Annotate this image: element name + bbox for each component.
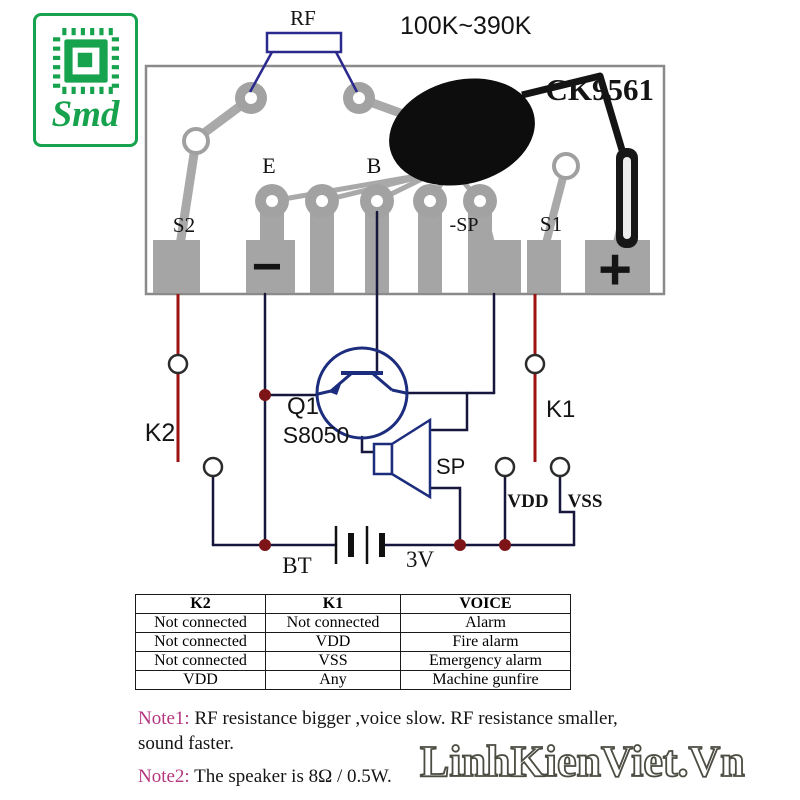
rf-pads xyxy=(235,82,375,114)
table-row: Not connected Not connected Alarm xyxy=(135,613,571,633)
table-row: Not connected VSS Emergency alarm xyxy=(135,651,571,671)
transistor-ref: Q1 xyxy=(287,393,319,420)
k1-label: K1 xyxy=(546,396,575,423)
cob-chip-blob xyxy=(389,78,535,186)
plus-mark: + xyxy=(598,237,632,302)
bond-streak xyxy=(521,72,626,151)
battery-label: BT xyxy=(282,553,311,578)
transistor-part: S8050 xyxy=(283,422,350,448)
note1-text: RF resistance bigger ,voice slow. RF res… xyxy=(189,708,618,729)
pad-label-s2: S2 xyxy=(173,213,195,237)
mounting-hole-left xyxy=(182,127,210,155)
rf-label: RF xyxy=(290,6,316,30)
speaker-symbol xyxy=(372,417,432,500)
k1-terminal-top xyxy=(524,353,546,375)
rf-range: 100K~390K xyxy=(400,12,532,40)
solder-pads xyxy=(255,184,497,218)
pad-label-s1: S1 xyxy=(540,212,562,236)
k2-terminal-bottom xyxy=(202,456,224,478)
header-k1: K1 xyxy=(265,594,401,614)
circuit-diagram: CK9561 E B S2 -SP S1 − + RF 100K~390K xyxy=(144,6,666,578)
pad-label-sp: -SP xyxy=(450,214,479,236)
pin-label-e: E xyxy=(262,153,275,178)
note-1: Note1: RF resistance bigger ,voice slow.… xyxy=(138,707,758,756)
voice-table: K2 K1 VOICE Not connected Not connected … xyxy=(135,594,571,690)
solder-slot-inner xyxy=(623,157,631,239)
vdd-label: VDD xyxy=(507,491,548,512)
note2-text: The speaker is 8Ω / 0.5W. xyxy=(189,766,392,788)
note-2: Note2: The speaker is 8Ω / 0.5W. xyxy=(138,765,758,790)
smd-logo: Smd xyxy=(33,13,138,147)
chip-icon xyxy=(52,27,119,94)
vss-terminal xyxy=(549,456,571,478)
header-voice: VOICE xyxy=(400,594,571,614)
header-k2: K2 xyxy=(135,594,266,614)
vss-label: VSS xyxy=(568,491,603,512)
terminals xyxy=(167,353,571,478)
mounting-hole-right xyxy=(552,152,580,180)
note1-text-cont: sound faster. xyxy=(138,732,235,754)
junction-dots xyxy=(259,389,511,551)
k2-terminal-top xyxy=(167,353,189,375)
note2-label: Note2: xyxy=(138,766,190,788)
chip-name: CK9561 xyxy=(546,72,655,107)
table-row: Not connected VDD Fire alarm xyxy=(135,632,571,652)
battery-voltage: 3V xyxy=(406,547,435,572)
notes: Note1: RF resistance bigger ,voice slow.… xyxy=(138,707,758,790)
edge-tabs xyxy=(153,240,650,293)
table-row: VDD Any Machine gunfire xyxy=(135,670,571,690)
battery-symbol xyxy=(334,526,385,564)
speaker-label: SP xyxy=(436,454,465,479)
rf-resistor-group: RF 100K~390K xyxy=(248,6,532,93)
table-header-row: K2 K1 VOICE xyxy=(135,594,571,614)
note1-label: Note1: xyxy=(138,708,190,729)
minus-mark: − xyxy=(252,238,282,296)
transistor-symbol xyxy=(315,346,409,440)
switch-stems xyxy=(176,294,537,462)
pin-label-b: B xyxy=(367,153,382,178)
rf-resistor xyxy=(265,31,343,54)
watermark: LinhKienViet.Vn xyxy=(419,736,746,787)
logo-text: Smd xyxy=(51,93,120,135)
vdd-terminal xyxy=(494,456,516,478)
k2-label: K2 xyxy=(145,419,176,447)
pcb-board: CK9561 E B S2 -SP S1 − + xyxy=(144,64,666,302)
wires xyxy=(211,210,576,547)
